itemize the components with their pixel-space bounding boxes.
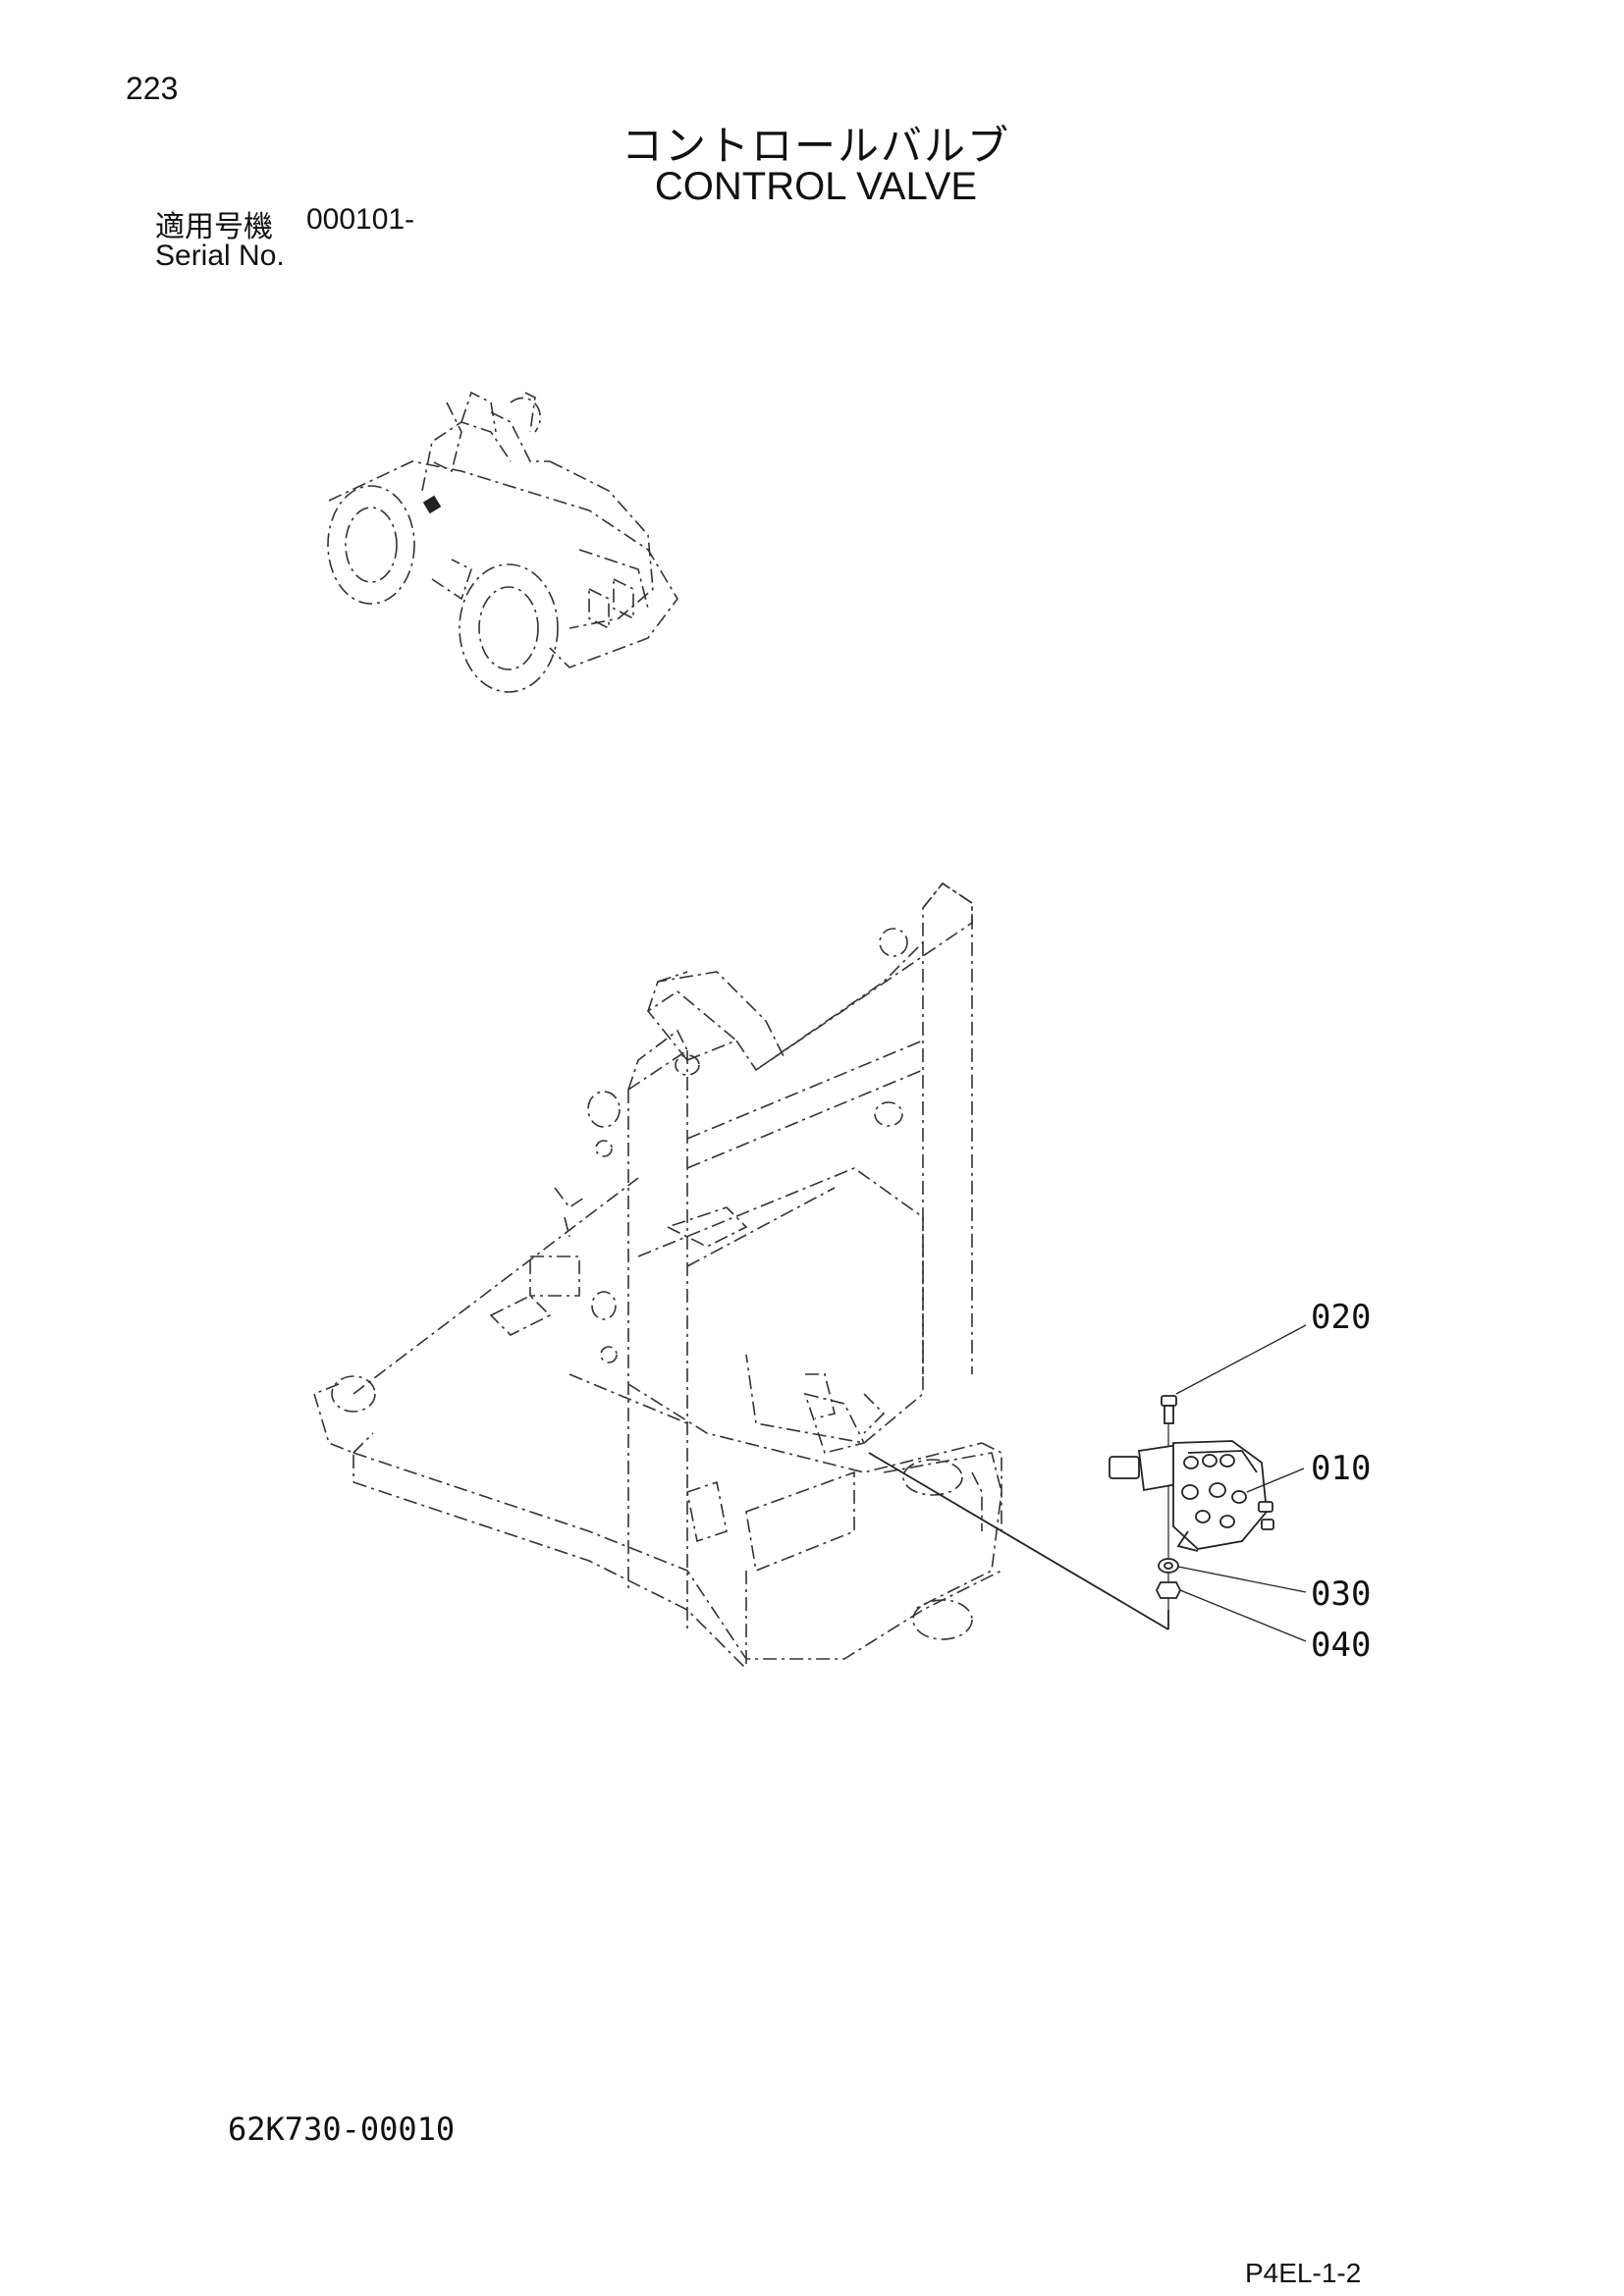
bolt-part: [1161, 1395, 1177, 1424]
callout-010: 010: [1311, 1449, 1372, 1488]
callout-leader-040: [1179, 1589, 1307, 1642]
callout-040: 040: [1311, 1626, 1372, 1665]
callout-020: 020: [1311, 1298, 1372, 1337]
nut-part: [1155, 1581, 1182, 1599]
title-japanese: コントロールバルブ: [621, 122, 1010, 170]
serial-label-english: Serial No.: [155, 240, 285, 272]
page-number: 223: [126, 71, 179, 106]
vehicle-overview-sketch: [327, 391, 678, 693]
mounting-leader-line: [868, 1452, 1169, 1630]
washer-part: [1158, 1558, 1179, 1574]
part-number: 62K730-00010: [228, 2110, 456, 2148]
callout-leader-030: [1177, 1566, 1307, 1593]
serial-label-japanese: 適用号機: [155, 210, 273, 244]
page-code: P4EL-1-2: [1245, 2258, 1362, 2288]
serial-value: 000101-: [306, 203, 415, 236]
callout-leader-020: [1175, 1324, 1307, 1395]
control-valve-part: [1109, 1440, 1274, 1552]
title-english: CONTROL VALVE: [654, 165, 978, 208]
callout-leader-010: [1246, 1468, 1305, 1493]
main-frame-sketch: [313, 881, 1002, 1670]
callout-030: 030: [1311, 1575, 1372, 1614]
